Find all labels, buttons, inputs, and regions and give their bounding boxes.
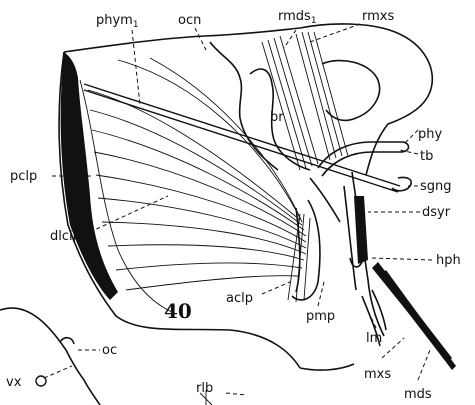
- label-br: br: [270, 110, 284, 125]
- label-lm: lm: [366, 331, 382, 346]
- label-rlb: rlb: [196, 381, 213, 396]
- label-oc: oc: [102, 343, 117, 358]
- label-ocn: ocn: [178, 13, 201, 28]
- label-aclp: aclp: [226, 291, 253, 306]
- figure-number: 40: [164, 299, 192, 323]
- label-pclp: pclp: [10, 169, 37, 184]
- maxillary-stylet: [380, 270, 456, 370]
- label-mds: mds: [404, 387, 432, 402]
- label-pmp: pmp: [306, 309, 335, 324]
- label-hph: hph: [436, 253, 461, 268]
- label-phym: phym1: [96, 13, 139, 30]
- label-vx: vx: [6, 375, 22, 390]
- label-dlclp: dlclp: [50, 229, 81, 244]
- label-phy: phy: [418, 127, 442, 142]
- label-rmds: rmds1: [278, 9, 317, 26]
- label-sgng: sgng: [420, 179, 452, 194]
- label-rmxs: rmxs: [362, 9, 394, 24]
- label-tb: tb: [420, 149, 433, 164]
- label-mxs: mxs: [364, 367, 391, 382]
- label-dsyr: dsyr: [422, 205, 451, 220]
